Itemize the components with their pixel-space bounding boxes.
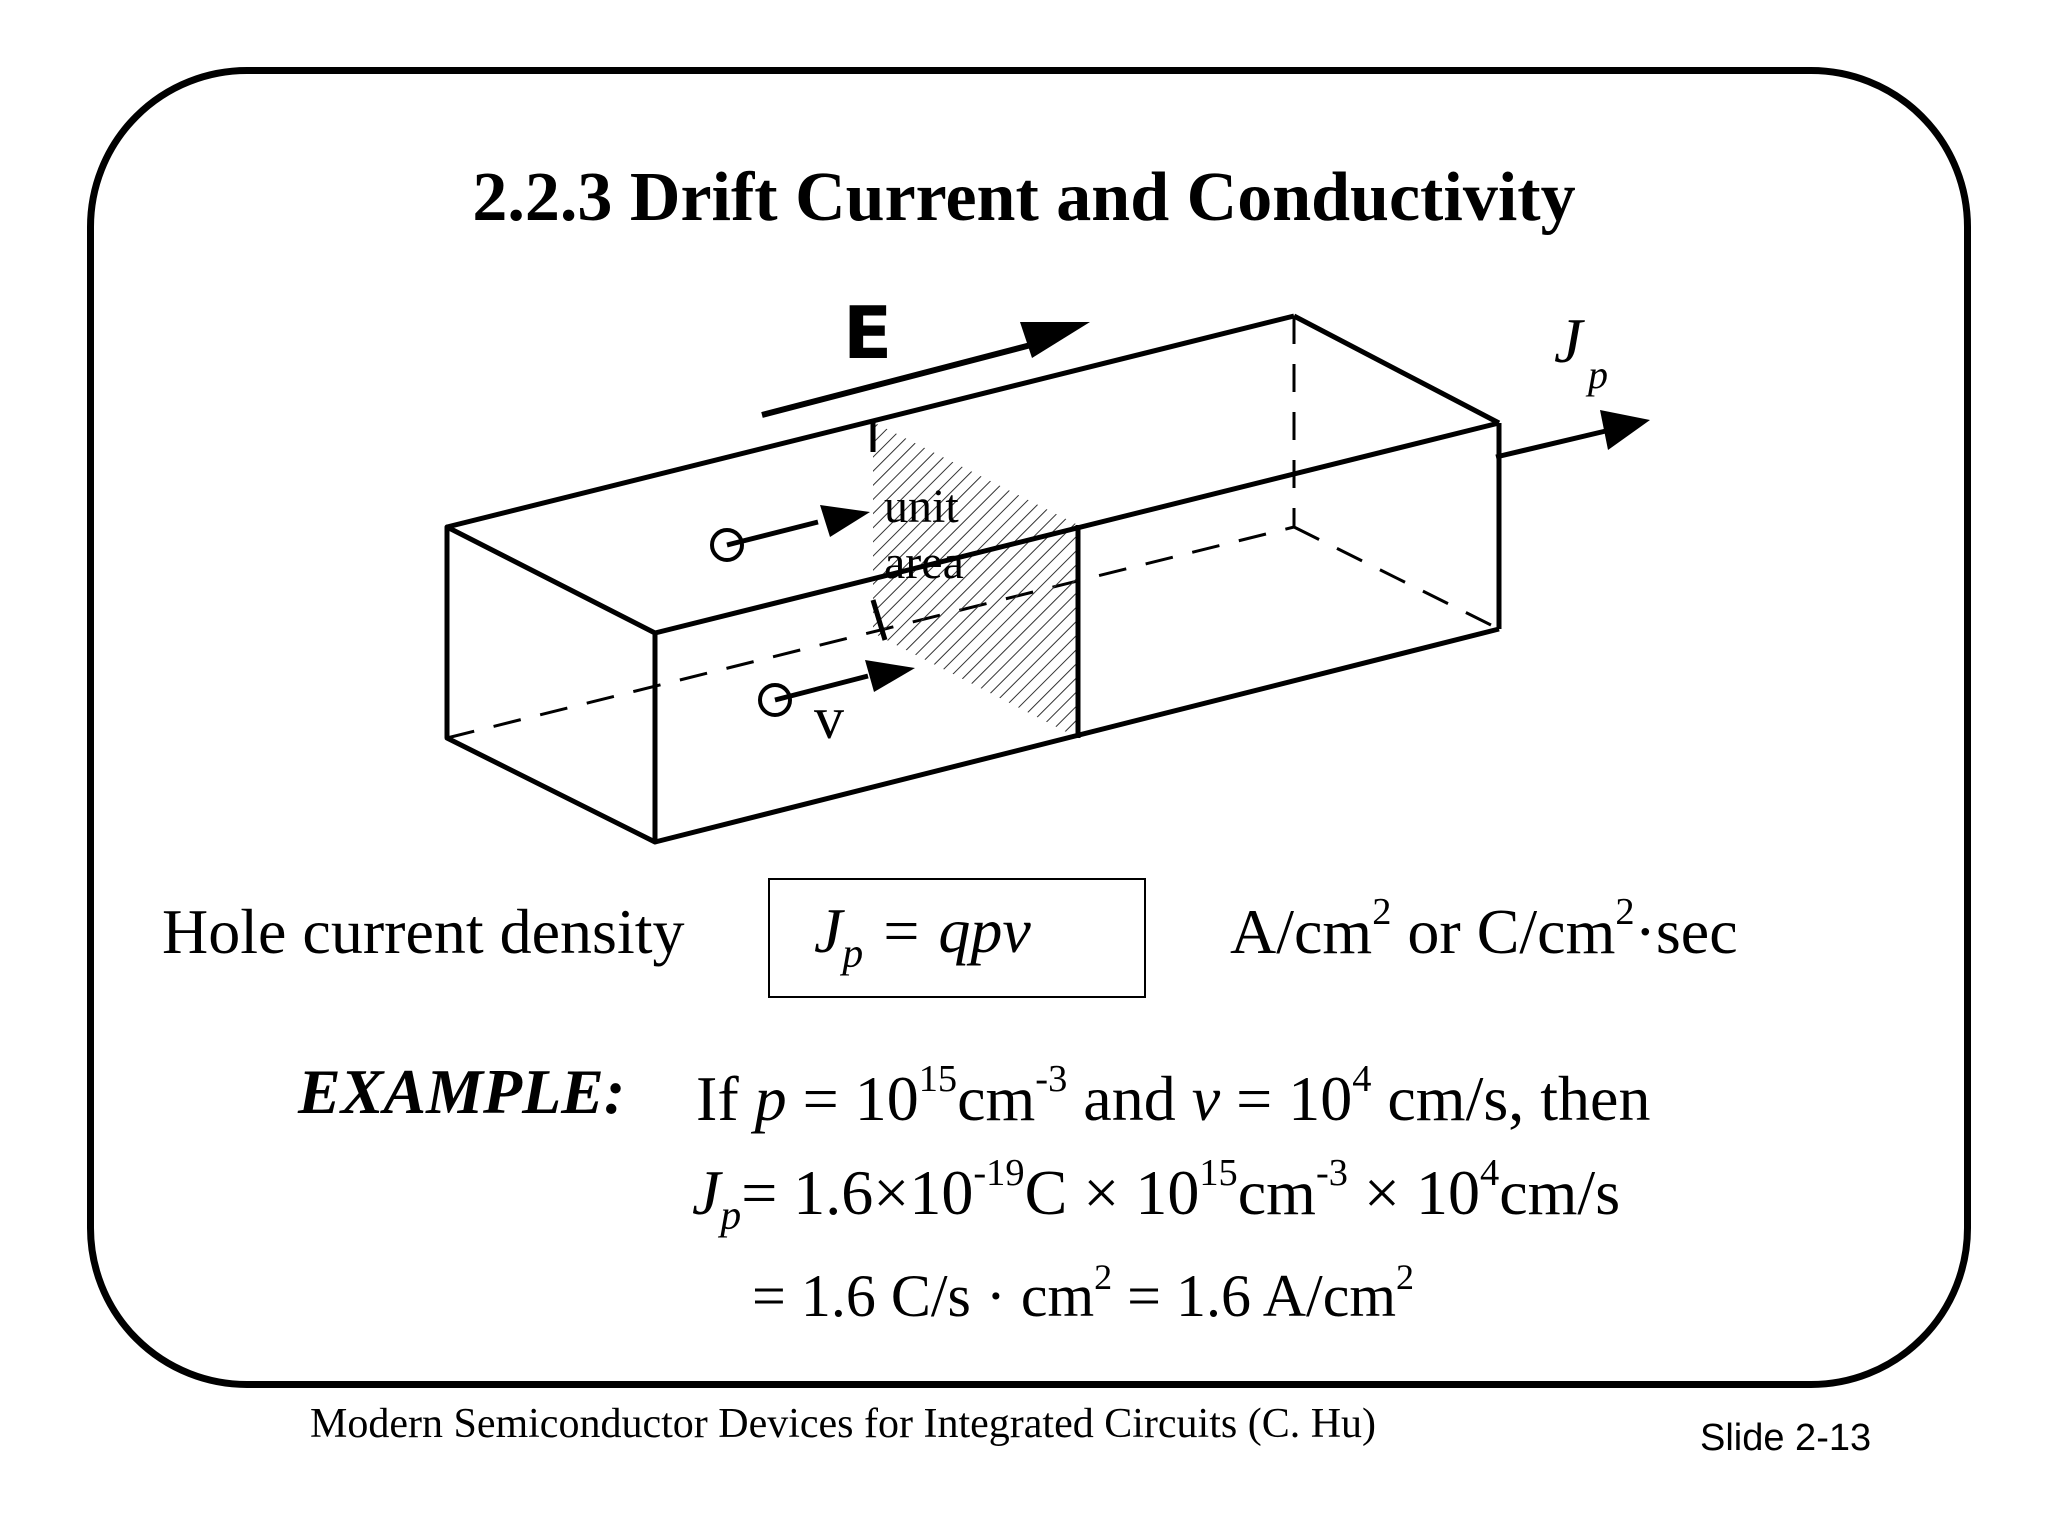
l1-cm: cm <box>957 1063 1036 1134</box>
box-edges <box>444 313 1502 845</box>
l1-exp2: -3 <box>1035 1058 1068 1101</box>
l2-b: C × 10 <box>1024 1157 1200 1228</box>
l1-p: p <box>754 1063 787 1134</box>
l3-exp2: 2 <box>1396 1257 1414 1297</box>
hole-particle-upper <box>710 505 870 562</box>
hole-current-equation: Jp = qpv <box>814 894 1031 973</box>
l2-sub: p <box>720 1191 742 1238</box>
l2-e: cm/s <box>1499 1157 1621 1228</box>
l2-exp3: -3 <box>1315 1152 1348 1195</box>
l1-tail: cm/s, then <box>1371 1063 1651 1134</box>
eq-rhs: = qpv <box>863 895 1031 966</box>
units-exp1: 2 <box>1372 891 1392 934</box>
units-exp2: 2 <box>1615 891 1635 934</box>
l3-b: = 1.6 A/cm <box>1112 1263 1396 1329</box>
current-arrow <box>1495 410 1650 460</box>
slide-frame <box>87 67 1971 1388</box>
l2-exp2: 15 <box>1199 1152 1238 1195</box>
l1-exp1: 15 <box>918 1058 958 1101</box>
hidden-edges <box>446 316 1500 740</box>
units-end: ·sec <box>1634 896 1738 967</box>
hole-current-label: Hole current density <box>162 896 685 967</box>
l1-v: v <box>1191 1063 1221 1134</box>
field-label: E <box>843 291 892 375</box>
unit-area-label-2: area <box>884 536 964 589</box>
example-line-1: If p = 1015cm-3 and v = 104 cm/s, then <box>696 1060 1651 1136</box>
equation-box: Jp = qpv <box>768 878 1146 998</box>
unit-area-label-1: unit <box>884 480 959 533</box>
l3-exp1: 2 <box>1094 1257 1113 1297</box>
l3-a: = 1.6 C/s · cm <box>752 1263 1095 1329</box>
l2-d: × 10 <box>1347 1157 1481 1228</box>
unit-area-section <box>873 422 1078 738</box>
l2-exp4: 4 <box>1480 1152 1500 1195</box>
electric-field-arrow <box>761 322 1090 418</box>
example-label: EXAMPLE: <box>298 1056 626 1127</box>
l1-eq2: = 10 <box>1220 1063 1353 1134</box>
current-label-sub: p <box>1585 352 1608 397</box>
units-mid: or C/cm <box>1391 896 1616 967</box>
example-line-3: = 1.6 C/s · cm2 = 1.6 A/cm2 <box>752 1259 1414 1331</box>
l2-exp1: -19 <box>973 1152 1025 1195</box>
l1-eq1: = 10 <box>786 1063 919 1134</box>
eq-J: J <box>814 895 843 966</box>
l2-c: cm <box>1237 1157 1316 1228</box>
velocity-label: v <box>814 685 844 751</box>
hole-particle-lower <box>758 660 915 717</box>
units-a: A/cm <box>1230 896 1373 967</box>
eq-sub: p <box>842 929 864 976</box>
l2-a: = 1.6×10 <box>741 1157 974 1228</box>
slide-title: 2.2.3 Drift Current and Conductivity <box>472 159 1576 236</box>
l1-exp3: 4 <box>1352 1058 1372 1101</box>
current-density-units: A/cm2 or C/cm2·sec <box>1230 893 1738 969</box>
footer-citation: Modern Semiconductor Devices for Integra… <box>310 1401 1377 1447</box>
current-label-J: J <box>1554 305 1585 376</box>
example-line-2: Jp= 1.6×10-19C × 1015cm-3 × 104cm/s <box>692 1154 1621 1235</box>
slide-number: Slide 2-13 <box>1700 1417 1872 1459</box>
l2-J: J <box>692 1157 721 1228</box>
l1-if: If <box>696 1063 755 1134</box>
l1-and: and <box>1067 1063 1192 1134</box>
